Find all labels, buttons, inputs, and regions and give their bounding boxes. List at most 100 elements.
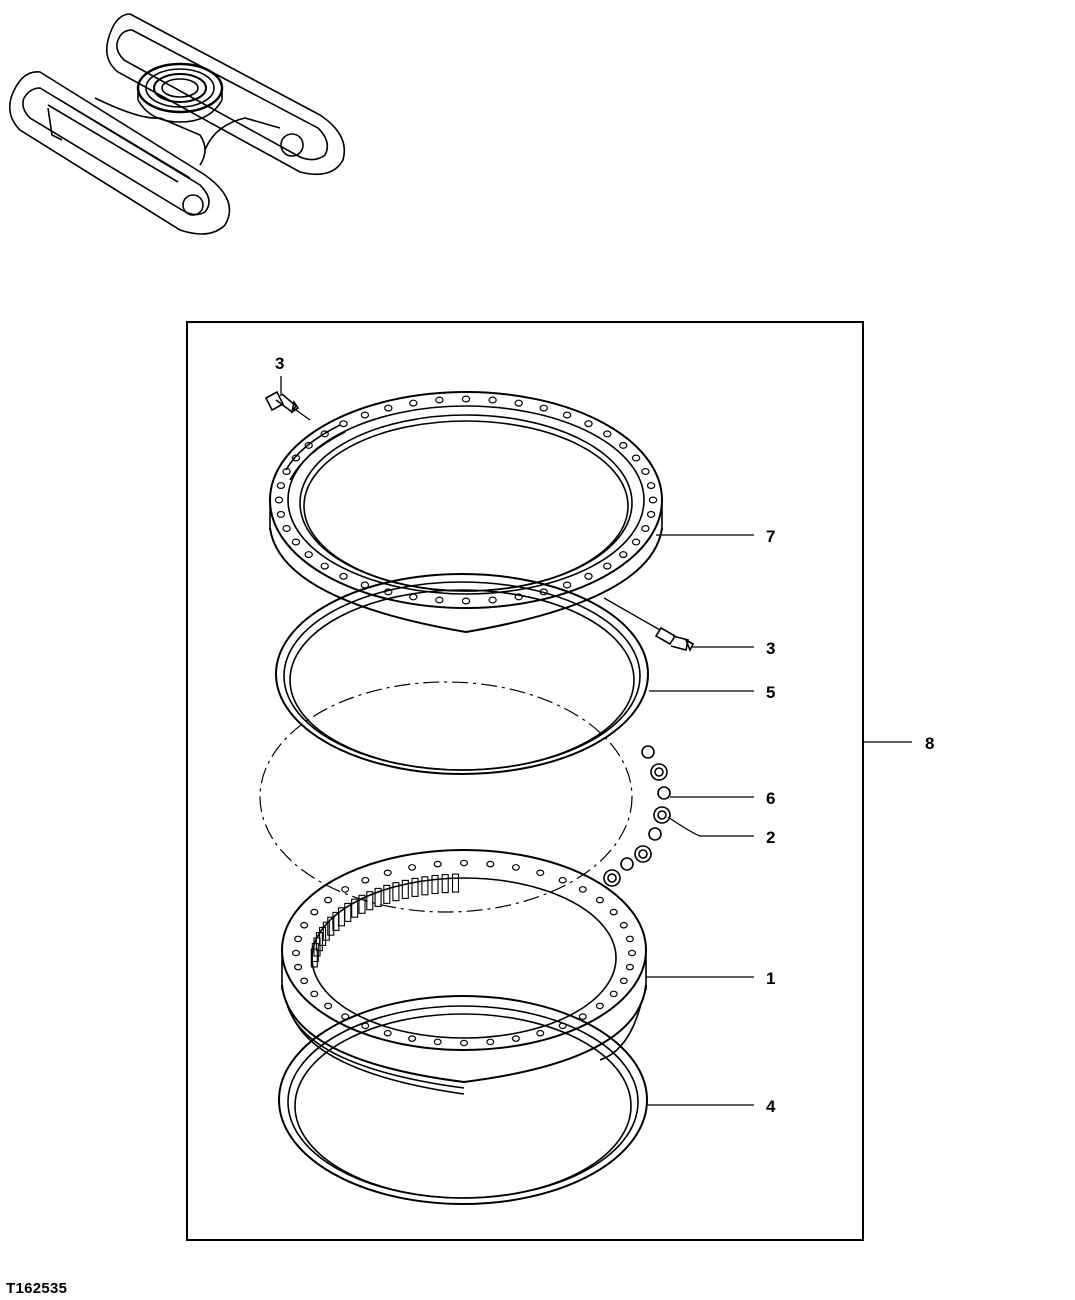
bolt-hole [294,963,303,971]
bolt-hole [641,524,650,532]
bolt-hole [300,977,309,985]
bolt-hole [646,510,656,518]
bolt-hole [460,1039,469,1047]
gear-tooth [392,882,400,902]
gear-tooth [344,902,352,922]
assembly-frame [186,321,864,1241]
bolt-hole [511,1035,520,1042]
bolt-hole [603,430,612,438]
bolt-hole [539,404,548,412]
bolt-hole [461,597,471,605]
callout-3-right: 3 [766,639,775,658]
gear-tooth [311,942,319,963]
bolt-hole [488,596,497,604]
callout-2: 2 [766,828,775,847]
bolt-hole [461,395,471,403]
gear-tooth [358,894,366,914]
gear-tooth [322,921,330,941]
bolt-hole [341,886,350,893]
gear-tooth [421,876,429,896]
bolt-hole [276,482,286,490]
bolt-holes-ring7 [274,395,658,605]
bolt-hole [408,864,417,871]
bolt-hole [460,859,469,867]
bolt-hole [514,399,523,407]
bolt-hole [536,869,545,877]
callout-8: 8 [925,734,934,753]
bolt-hole [619,551,628,559]
gear-tooth [374,887,382,907]
bolt-hole [339,420,348,428]
gear-tooth [411,877,419,897]
bolt-hole [641,468,650,476]
bolt-hole [324,896,333,904]
bolt-hole [578,1013,587,1020]
bolt-hole [292,949,301,957]
bolt-hole [282,468,291,476]
bolt-hole [619,921,628,929]
bolt-hole [609,908,618,916]
bolt-hole [486,1038,495,1046]
bolt-hole [584,572,593,580]
bolt-hole [584,420,593,428]
gear-tooth [441,874,449,894]
gear-tooth [319,926,327,946]
bolt-hole [409,399,418,407]
gear-tooth [351,898,359,918]
gear-tooth [401,879,409,899]
bolt-hole [625,963,634,971]
gear-tooth [431,874,439,895]
bolt-hole [595,1002,604,1010]
bolt-hole [383,869,392,877]
bolt-hole [320,562,329,570]
bolt-hole [433,1038,442,1046]
bolt-hole [609,990,618,998]
ball-path-phantom [259,681,633,913]
bolt-hole [511,864,520,871]
callout-6: 6 [766,789,775,808]
bolt-hole [603,562,612,570]
bolt-hole [304,441,313,449]
bolt-hole [310,990,319,998]
bolt-hole [562,411,572,419]
bolt-hole [360,411,370,419]
bolt-hole [558,876,567,884]
bolt-hole [324,1002,333,1010]
bolt-hole [384,404,393,412]
bolt-holes-ring1 [292,859,636,1047]
bolt-hole [294,935,303,943]
bolt-hole [514,593,523,601]
gear-tooth [313,937,321,957]
bolt-hole [339,572,348,580]
balls-and-spacers [603,745,671,887]
bolt-hole [578,886,587,893]
bolt-hole [646,482,656,490]
bolt-hole [282,524,291,532]
callout-5: 5 [766,683,775,702]
bolt-hole [291,538,301,546]
callout-1: 1 [766,969,775,988]
seal-ring-4 [278,995,648,1205]
grease-fitting-upper [264,390,311,421]
gear-tooth [366,891,374,911]
inner-race-gear [281,849,647,1095]
undercarriage-locator [9,13,345,235]
bolt-hole [361,876,370,884]
bolt-hole [408,1035,417,1042]
callout-7: 7 [766,527,775,546]
callout-3-top: 3 [275,354,284,373]
bolt-hole [383,1029,392,1037]
bolt-hole [625,935,634,943]
figure-id: T162535 [6,1280,68,1297]
bolt-hole [631,538,641,546]
bolt-hole [274,496,284,504]
grease-fitting-lower [654,626,695,652]
bolt-hole [619,441,628,449]
seal-ring-5 [275,573,649,775]
bolt-hole [433,860,442,868]
bolt-hole [631,454,641,462]
gear-tooth [383,884,391,904]
bolt-hole [562,581,572,589]
gear-tooth [451,873,460,893]
